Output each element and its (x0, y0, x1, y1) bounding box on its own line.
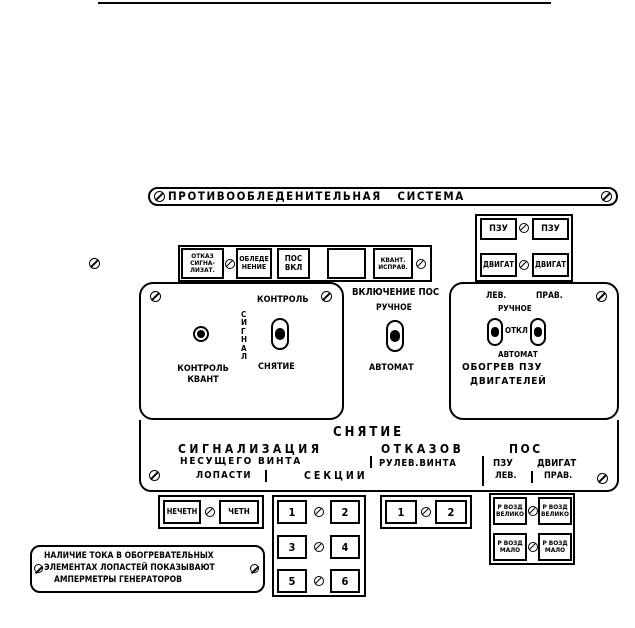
pzu-right-toggle[interactable] (530, 318, 546, 346)
rulev-vinta-label: РУЛЕВ.ВИНТА (379, 458, 457, 469)
snyatie-lower-label: СНЯТИЕ (333, 425, 405, 440)
dvigateley-label: ДВИГАТЕЛЕЙ (470, 376, 547, 387)
dvigat-left-button[interactable]: ДВИГАТ (480, 253, 517, 277)
separator-icon (519, 260, 529, 270)
vklyuchenie-pos-label: ВКЛЮЧЕНИЕ ПОС (352, 287, 440, 298)
avtomat-label: АВТОМАТ (369, 363, 414, 373)
section-1-button[interactable]: 1 (277, 500, 307, 524)
separator-icon (421, 507, 431, 517)
otkazov-label: ОТКАЗОВ (381, 442, 465, 456)
prav-lower-label: ПРАВ. (544, 471, 573, 481)
pos-vkl-lamp: ПОС ВКЛ (277, 248, 310, 279)
loose-screw-icon (89, 258, 100, 269)
vozd-malo-left-button[interactable]: Р ВОЗД МАЛО (493, 533, 527, 561)
section-2-button[interactable]: 2 (330, 500, 360, 524)
separator-icon (528, 542, 538, 552)
pzu-right-button[interactable]: ПЗУ (532, 218, 569, 240)
snyatie-label: СНЯТИЕ (258, 362, 295, 372)
signal-vertical-label: СИГНАЛ (241, 310, 248, 361)
signalizatsiya-label: СИГНАЛИЗАЦИЯ (178, 442, 323, 456)
section-6-button[interactable]: 6 (330, 569, 360, 593)
pzu-left-button[interactable]: ПЗУ (480, 218, 517, 240)
pos-lower-label: ПОС (509, 442, 543, 456)
kontrol-kvant-lamp[interactable] (193, 326, 209, 342)
section-3-button[interactable]: 3 (277, 535, 307, 559)
info-line-2: ЭЛЕМЕНТАХ ЛОПАСТЕЙ ПОКАЗЫВАЮТ (44, 563, 215, 573)
lev-lower-label: ЛЕВ. (495, 471, 517, 481)
vozd-velik-right-button[interactable]: Р ВОЗД ВЕЛИКО (538, 497, 572, 525)
chetn-button[interactable]: ЧЕТН (219, 500, 259, 524)
separator-icon (314, 542, 324, 552)
pzu-lower-label: ПЗУ (493, 458, 513, 469)
left-control-panel (139, 282, 344, 420)
nesushchego-vinta-label: НЕСУЩЕГО ВИНТА (180, 456, 303, 467)
info-line-1: НАЛИЧИЕ ТОКА В ОБОГРЕВАТЕЛЬНЫХ (44, 551, 214, 561)
otkaz-signal-lamp: ОТКАЗ СИГНА- ЛИЗАТ. (181, 248, 224, 279)
vozd-malo-right-button[interactable]: Р ВОЗД МАЛО (538, 533, 572, 561)
prav-label: ПРАВ. (536, 291, 563, 301)
screw-icon (321, 291, 332, 302)
blank-lamp (327, 248, 366, 279)
screw-icon (597, 473, 608, 484)
ruchnoe-right-label: РУЧНОЕ (498, 304, 532, 313)
separator-icon (416, 259, 426, 269)
separator-icon (519, 223, 529, 233)
sektsii-label: СЕКЦИИ (304, 470, 368, 482)
screw-icon (149, 470, 160, 481)
title-label: ПРОТИВООБЛЕДЕНИТЕЛЬНАЯ СИСТЕМА (168, 189, 465, 203)
lev-label: ЛЕВ. (486, 291, 507, 301)
screw-icon (34, 564, 43, 573)
section-5-button[interactable]: 5 (277, 569, 307, 593)
kontrol-kvant-label: КОНТРОЛЬ КВАНТ (177, 364, 229, 386)
screw-icon (154, 191, 165, 202)
divider (370, 456, 372, 468)
info-line-3: АМПЕРМЕТРЫ ГЕНЕРАТОРОВ (54, 575, 182, 585)
divider (482, 456, 484, 486)
otkl-label: ОТКЛ (505, 326, 528, 335)
lopasti-label: ЛОПАСТИ (196, 470, 252, 481)
rulev-1-button[interactable]: 1 (385, 500, 417, 524)
pos-mode-toggle[interactable] (386, 320, 404, 352)
rulev-2-button[interactable]: 2 (435, 500, 467, 524)
title-bar: ПРОТИВООБЛЕДЕНИТЕЛЬНАЯ СИСТЕМА (148, 187, 618, 206)
screw-icon (150, 291, 161, 302)
separator-icon (205, 507, 215, 517)
dvigat-lower-label: ДВИГАТ (537, 458, 577, 469)
screw-icon (250, 564, 259, 573)
vozd-velik-left-button[interactable]: Р ВОЗД ВЕЛИКО (493, 497, 527, 525)
kontrol-snyatie-toggle[interactable] (271, 318, 289, 350)
kontrol-label: КОНТРОЛЬ (257, 295, 309, 305)
divider (531, 471, 533, 483)
divider (265, 470, 267, 482)
obogrev-label: ОБОГРЕВ ПЗУ (462, 362, 543, 373)
dvigat-right-button[interactable]: ДВИГАТ (532, 253, 569, 277)
top-rule (98, 2, 551, 4)
separator-icon (314, 576, 324, 586)
lower-signal-panel (139, 420, 619, 492)
separator-icon (528, 506, 538, 516)
info-plate: НАЛИЧИЕ ТОКА В ОБОГРЕВАТЕЛЬНЫХ ЭЛЕМЕНТАХ… (30, 545, 265, 593)
pzu-left-toggle[interactable] (487, 318, 503, 346)
ruchnoe-label: РУЧНОЕ (376, 303, 412, 313)
screw-icon (596, 291, 607, 302)
screw-icon (601, 191, 612, 202)
nechetn-button[interactable]: НЕЧЕТН (163, 500, 201, 524)
obledenenie-lamp: ОБЛЕДЕ НЕНИЕ (236, 248, 272, 279)
right-heater-panel (449, 282, 619, 420)
avtomat-right-label: АВТОМАТ (498, 350, 538, 359)
separator-icon (225, 259, 235, 269)
section-4-button[interactable]: 4 (330, 535, 360, 559)
kvant-ispr-lamp: КВАНТ. ИСПРАВ. (373, 248, 413, 279)
separator-icon (314, 507, 324, 517)
